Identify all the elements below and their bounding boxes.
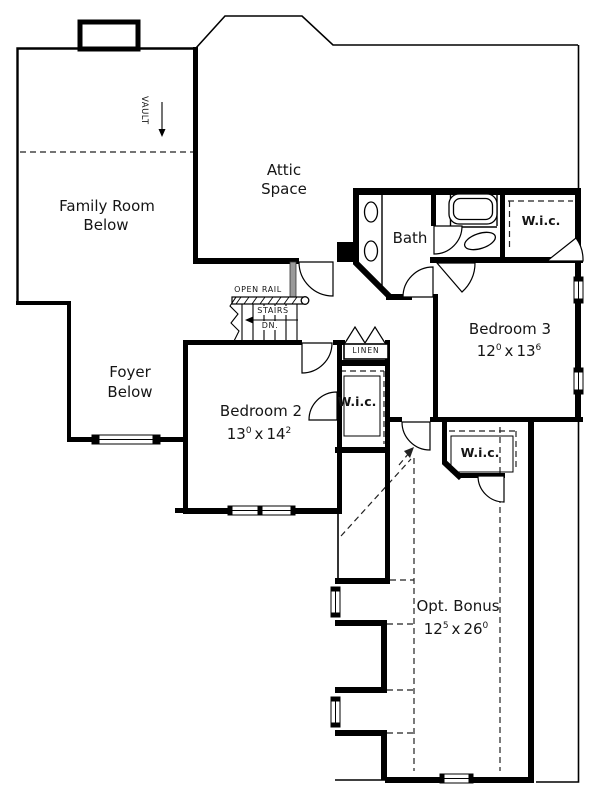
attic-door-swing	[298, 261, 334, 297]
room-label-attic-line2: Space	[261, 180, 307, 198]
bonus-window-1	[330, 586, 341, 618]
newel-post	[300, 296, 310, 305]
dim-value: 13	[226, 425, 246, 443]
dim-sup: 2	[285, 426, 292, 436]
room-label-foyer-line2: Below	[107, 383, 153, 401]
wic-mid-door-swing	[477, 475, 505, 503]
bonus-bottom-window	[439, 773, 474, 784]
windows	[91, 276, 584, 784]
bonus-door-swing	[401, 421, 431, 451]
bathtub-inner	[452, 197, 494, 221]
bedroom3-window-2	[573, 367, 584, 395]
wic-top-door-swing	[545, 237, 584, 262]
room-label-wic-top: W.i.c.	[521, 213, 561, 228]
stairs-label: STAIRS	[255, 306, 291, 316]
bath-door-swing	[402, 266, 434, 298]
room-label-wic-mid: W.i.c.	[460, 445, 500, 460]
vault-annotation: VAULT	[139, 96, 149, 125]
dim-value: 14	[266, 425, 286, 443]
bath-fixtures	[363, 193, 498, 262]
dim-value: 12	[476, 342, 496, 360]
dim-sep: x	[254, 425, 264, 443]
dim-sup: 0	[495, 343, 502, 353]
roof-slope-arrow-icon	[404, 447, 414, 458]
room-label-linen: LINEN	[352, 346, 380, 355]
linen-bifold-door-left	[344, 325, 366, 344]
room-label-bath: Bath	[392, 229, 428, 247]
dashed-lines	[20, 151, 573, 771]
bedroom3-door-swing	[435, 262, 476, 293]
room-label-foyer-line1: Foyer	[109, 363, 151, 381]
dim-sep: x	[451, 620, 461, 638]
tub-compartment-door-swing	[433, 225, 463, 255]
room-label-bedroom3: Bedroom 3	[468, 320, 552, 338]
closet-shelves	[343, 375, 514, 473]
dim-sep: x	[504, 342, 514, 360]
foyer-window	[91, 434, 161, 445]
room-label-family-room-line2: Below	[83, 216, 129, 234]
linen-label-box	[343, 343, 389, 360]
wic-bed2-door-swing	[308, 391, 338, 421]
toilet-2	[363, 240, 379, 262]
sink	[463, 231, 497, 251]
room-label-attic-line1: Attic	[266, 161, 302, 179]
bedroom2-door-swing	[301, 342, 333, 374]
angled-walls	[352, 259, 464, 481]
family-room-walls	[16, 47, 194, 302]
bedroom2-window	[227, 505, 296, 516]
room-label-family-room-line1: Family Room	[59, 197, 155, 215]
linen-bifold-door-right	[364, 325, 386, 344]
dim-sup: 6	[535, 343, 542, 353]
vault-arrow-icon	[158, 102, 166, 137]
stair-break-line	[229, 296, 240, 342]
chimney	[77, 19, 141, 52]
dim-value: 12	[423, 620, 443, 638]
dim-sup: 5	[442, 621, 449, 631]
toilet	[363, 201, 379, 223]
stairs-down-label: DN.	[259, 321, 281, 331]
open-rail-hatching	[235, 296, 298, 305]
room-label-bonus: Opt. Bonus	[416, 597, 500, 615]
stairs-down-arrow-icon	[245, 316, 253, 324]
interior-walls	[16, 47, 583, 783]
bonus-window-2	[330, 696, 341, 728]
dim-sup: 0	[482, 621, 489, 631]
open-rail-label: OPEN RAIL	[232, 285, 284, 295]
door-swings	[298, 225, 584, 503]
dim-value: 26	[463, 620, 483, 638]
room-label-wic-bed2: W.i.c.	[337, 394, 377, 409]
stair-wall-stub	[289, 261, 297, 300]
bedroom3-window-1	[573, 276, 584, 304]
room-label-bedroom2: Bedroom 2	[219, 402, 303, 420]
dim-value: 13	[516, 342, 536, 360]
dim-sup: 0	[245, 426, 252, 436]
